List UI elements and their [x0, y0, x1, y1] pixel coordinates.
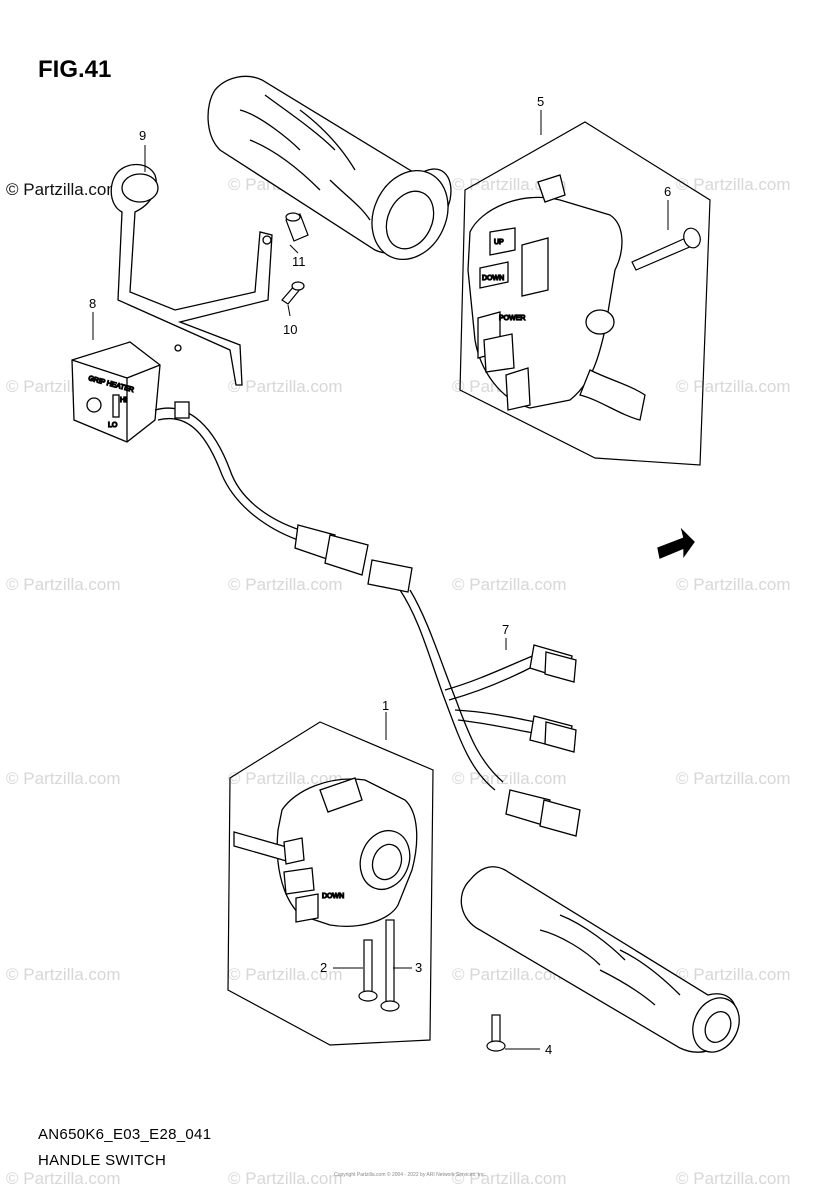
- screw: [631, 227, 701, 271]
- left-handle-switch: DOWN: [233, 777, 418, 927]
- figure-title: FIG.41: [38, 56, 112, 83]
- forward-arrow-icon: FWD: [657, 527, 695, 559]
- leader-lines: [92, 110, 669, 1050]
- callout-7: 7: [502, 622, 509, 637]
- callout-4: 4: [545, 1042, 552, 1057]
- watermark: © Partzilla.com: [452, 965, 567, 984]
- watermark: © Partzilla.com: [228, 1169, 343, 1188]
- right-switch-box: [459, 121, 711, 466]
- callout-9: 9: [139, 128, 146, 143]
- callout-5: 5: [537, 94, 544, 109]
- wiring-harness: [154, 401, 581, 837]
- lo-label: LO: [108, 422, 118, 429]
- watermark: © Partzilla.com: [676, 575, 791, 594]
- watermark: © Partzilla.com: [452, 1169, 567, 1188]
- watermark: © Partzilla.com: [6, 769, 121, 788]
- grip-heater-switch: GRIP HEATER HI LO: [71, 341, 161, 443]
- watermark: © Partzilla.com: [228, 769, 343, 788]
- down-label: DOWN: [482, 275, 504, 282]
- callout-8: 8: [89, 296, 96, 311]
- watermark: © Partzilla.com: [676, 965, 791, 984]
- watermark: © Partzilla.com: [228, 965, 343, 984]
- right-grip: [207, 75, 452, 261]
- watermark: © Partzilla.com: [676, 769, 791, 788]
- watermark-primary: © Partzilla.com: [6, 180, 121, 199]
- screw: [281, 281, 305, 305]
- watermark: © Partzilla.com: [452, 175, 567, 194]
- watermark: © Partzilla.com: [676, 377, 791, 396]
- up-label: UP: [494, 239, 504, 246]
- power-label: POWER: [499, 315, 525, 322]
- watermark: © Partzilla.com: [6, 1169, 121, 1188]
- callout-6: 6: [664, 184, 671, 199]
- screw: [380, 919, 400, 1012]
- left-switch-box: [227, 721, 434, 1046]
- figure-name: HANDLE SWITCH: [38, 1152, 167, 1169]
- hi-label: HI: [120, 397, 127, 404]
- down-left-label: DOWN: [322, 893, 344, 900]
- screw: [486, 1014, 506, 1052]
- right-handle-switch: UP DOWN POWER: [467, 174, 646, 421]
- left-grip: [460, 866, 740, 1053]
- callout-2: 2: [320, 960, 327, 975]
- figure-code: AN650K6_E03_E28_041: [38, 1126, 212, 1143]
- watermark: © Partzilla.com: [6, 575, 121, 594]
- callout-10: 10: [283, 322, 297, 337]
- watermark: © Partzilla.com: [452, 575, 567, 594]
- watermark: © Partzilla.com: [6, 965, 121, 984]
- callout-1: 1: [382, 698, 389, 713]
- callout-11: 11: [292, 254, 306, 269]
- screw: [358, 939, 378, 1002]
- callout-3: 3: [415, 960, 422, 975]
- collar: [285, 212, 309, 242]
- watermark: © Partzilla.com: [228, 575, 343, 594]
- bracket: [110, 163, 273, 386]
- watermark: © Partzilla.com: [228, 377, 343, 396]
- copyright-note: Copyright Partzilla.com © 2004 - 2022 by…: [334, 1172, 486, 1178]
- watermark: © Partzilla.com: [452, 769, 567, 788]
- watermark: © Partzilla.com: [676, 175, 791, 194]
- watermark: © Partzilla.com: [676, 1169, 791, 1188]
